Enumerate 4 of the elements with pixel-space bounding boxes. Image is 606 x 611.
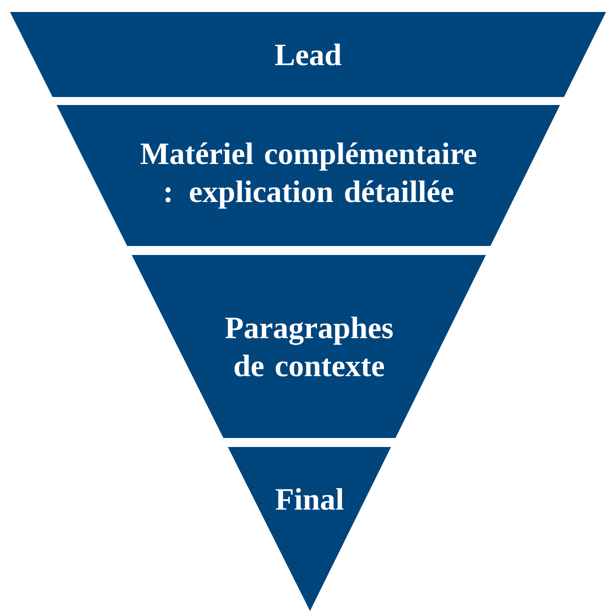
funnel-band: Final — [228, 447, 391, 611]
funnel-band: Paragraphes de contexte — [132, 255, 486, 438]
funnel-band: Matériel complémentaire : explication détaillée — [56, 105, 560, 246]
funnel-band: Lead — [10, 12, 606, 97]
